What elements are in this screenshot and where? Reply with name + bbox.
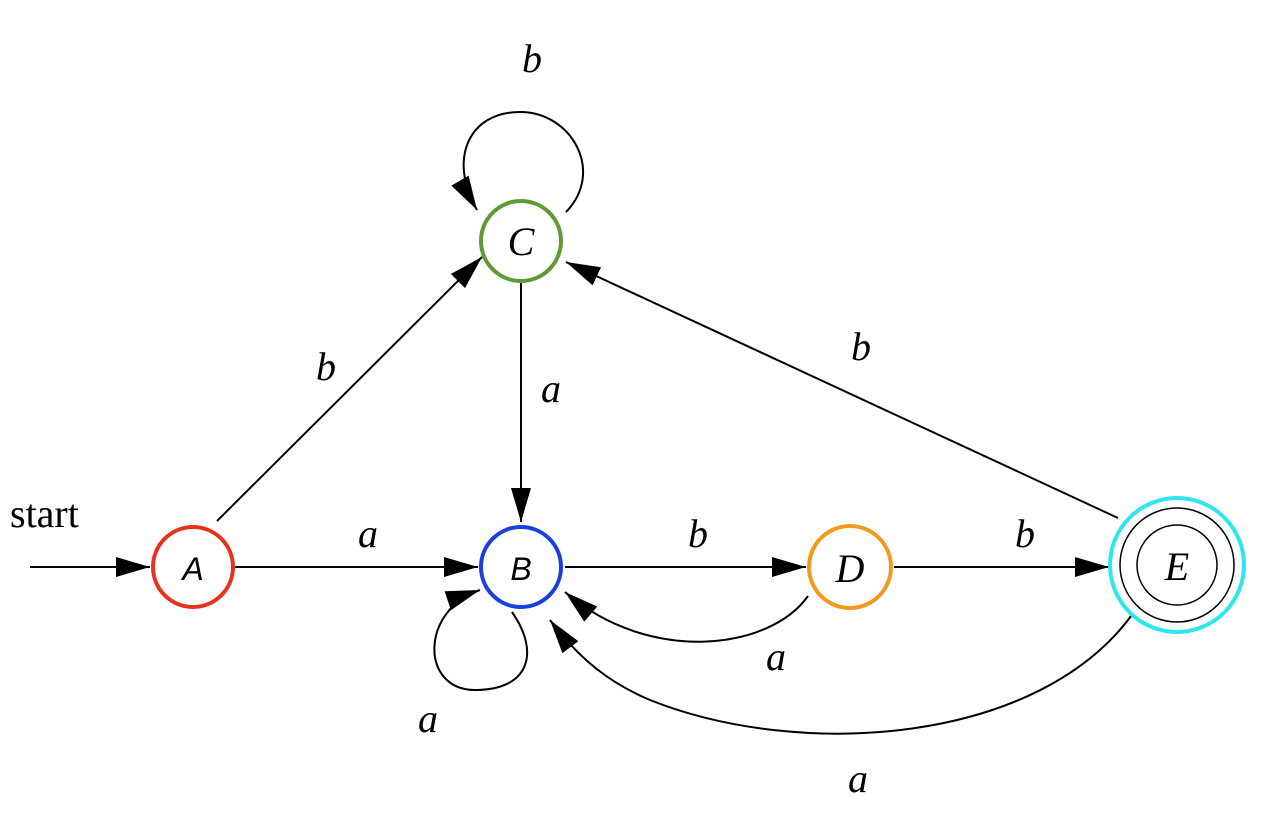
- edge-C-C-label: b: [522, 36, 542, 81]
- edge-A-C: [216, 256, 483, 522]
- state-E: E: [1108, 496, 1246, 634]
- state-E-label: E: [1164, 544, 1189, 589]
- state-D: D: [807, 524, 893, 610]
- state-A: A: [151, 525, 235, 609]
- edge-E-C: [565, 261, 1119, 519]
- edge-E-C-label: b: [851, 324, 871, 369]
- state-A-circle: [151, 525, 235, 609]
- state-C: C: [479, 199, 563, 283]
- edge-E-B: [549, 611, 1135, 735]
- edge-C-C: [451, 110, 585, 213]
- edge-B-B-label: a: [418, 696, 438, 741]
- edge-B-D-label: b: [688, 511, 708, 556]
- edge-A-B-label: a: [358, 511, 378, 556]
- state-E-inner-accept-ring: [1136, 524, 1218, 606]
- edge-D-B: [564, 591, 809, 643]
- edge-C-B-label: a: [541, 366, 561, 411]
- state-B: B: [479, 525, 563, 609]
- state-D-label: D: [835, 546, 865, 591]
- start-label: start: [10, 491, 79, 536]
- edge-B-B: [433, 589, 529, 692]
- edge-E-B-label: a: [848, 756, 868, 801]
- state-C-circle: [479, 199, 563, 283]
- state-E-circle: [1108, 496, 1246, 634]
- edge-D-E-label: b: [1015, 511, 1035, 556]
- state-E-outer-accept-ring: [1119, 507, 1235, 623]
- edge-A-C-label: b: [316, 344, 336, 389]
- state-A-label: A: [180, 551, 203, 587]
- state-B-circle: [479, 525, 563, 609]
- state-B-label: B: [510, 551, 531, 587]
- state-C-label: C: [508, 219, 536, 264]
- edge-D-B-label: a: [766, 634, 786, 679]
- state-D-circle: [807, 524, 893, 610]
